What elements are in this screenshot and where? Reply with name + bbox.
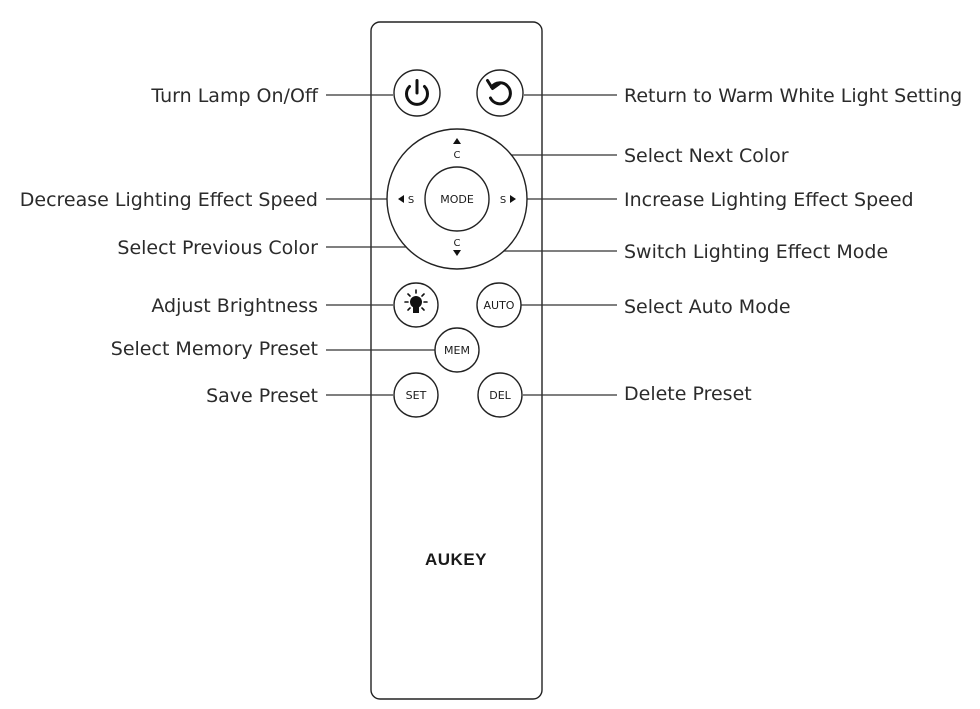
label-delete: Delete Preset [624,383,752,405]
decrease-speed-key-label: S [408,195,414,206]
label-next-color: Select Next Color [624,145,789,167]
mem-button-label: MEM [444,344,470,357]
power-button[interactable] [393,69,441,117]
label-prev-color: Select Previous Color [117,237,318,259]
label-switch-mode: Switch Lighting Effect Mode [624,241,888,263]
label-memory: Select Memory Preset [111,338,318,360]
return-warm-white-button[interactable] [476,69,524,117]
left-arrow-icon [398,195,404,203]
label-increase-speed: Increase Lighting Effect Speed [624,189,914,211]
prev-color-key-label: C [454,238,461,249]
label-save: Save Preset [206,385,318,407]
next-color-button[interactable]: C [453,138,461,161]
set-button-label: SET [406,389,427,402]
label-brightness: Adjust Brightness [151,295,318,317]
label-return-warm: Return to Warm White Light Setting [624,85,962,107]
next-color-key-label: C [454,150,461,161]
label-auto-mode: Select Auto Mode [624,296,791,318]
return-arrow-icon [486,79,512,106]
auto-button-label: AUTO [484,299,515,312]
set-button[interactable]: SET [393,372,439,418]
label-decrease-speed: Decrease Lighting Effect Speed [20,189,318,211]
auto-button[interactable]: AUTO [476,282,522,328]
decrease-speed-button[interactable]: S [398,195,414,206]
increase-speed-button[interactable]: S [500,195,516,206]
up-arrow-icon [453,138,461,144]
mode-button[interactable]: MODE [424,166,490,232]
prev-color-button[interactable]: C [453,238,461,256]
label-power: Turn Lamp On/Off [150,85,319,107]
increase-speed-key-label: S [500,195,506,206]
down-arrow-icon [453,250,461,256]
mem-button[interactable]: MEM [434,327,480,373]
power-icon [405,79,429,106]
right-arrow-icon [510,195,516,203]
lightbulb-icon [404,289,428,313]
del-button[interactable]: DEL [477,372,523,418]
del-button-label: DEL [489,389,511,402]
brand-logo-text: AUKEY [425,550,487,569]
brightness-button[interactable] [393,282,439,328]
mode-button-label: MODE [440,193,474,206]
